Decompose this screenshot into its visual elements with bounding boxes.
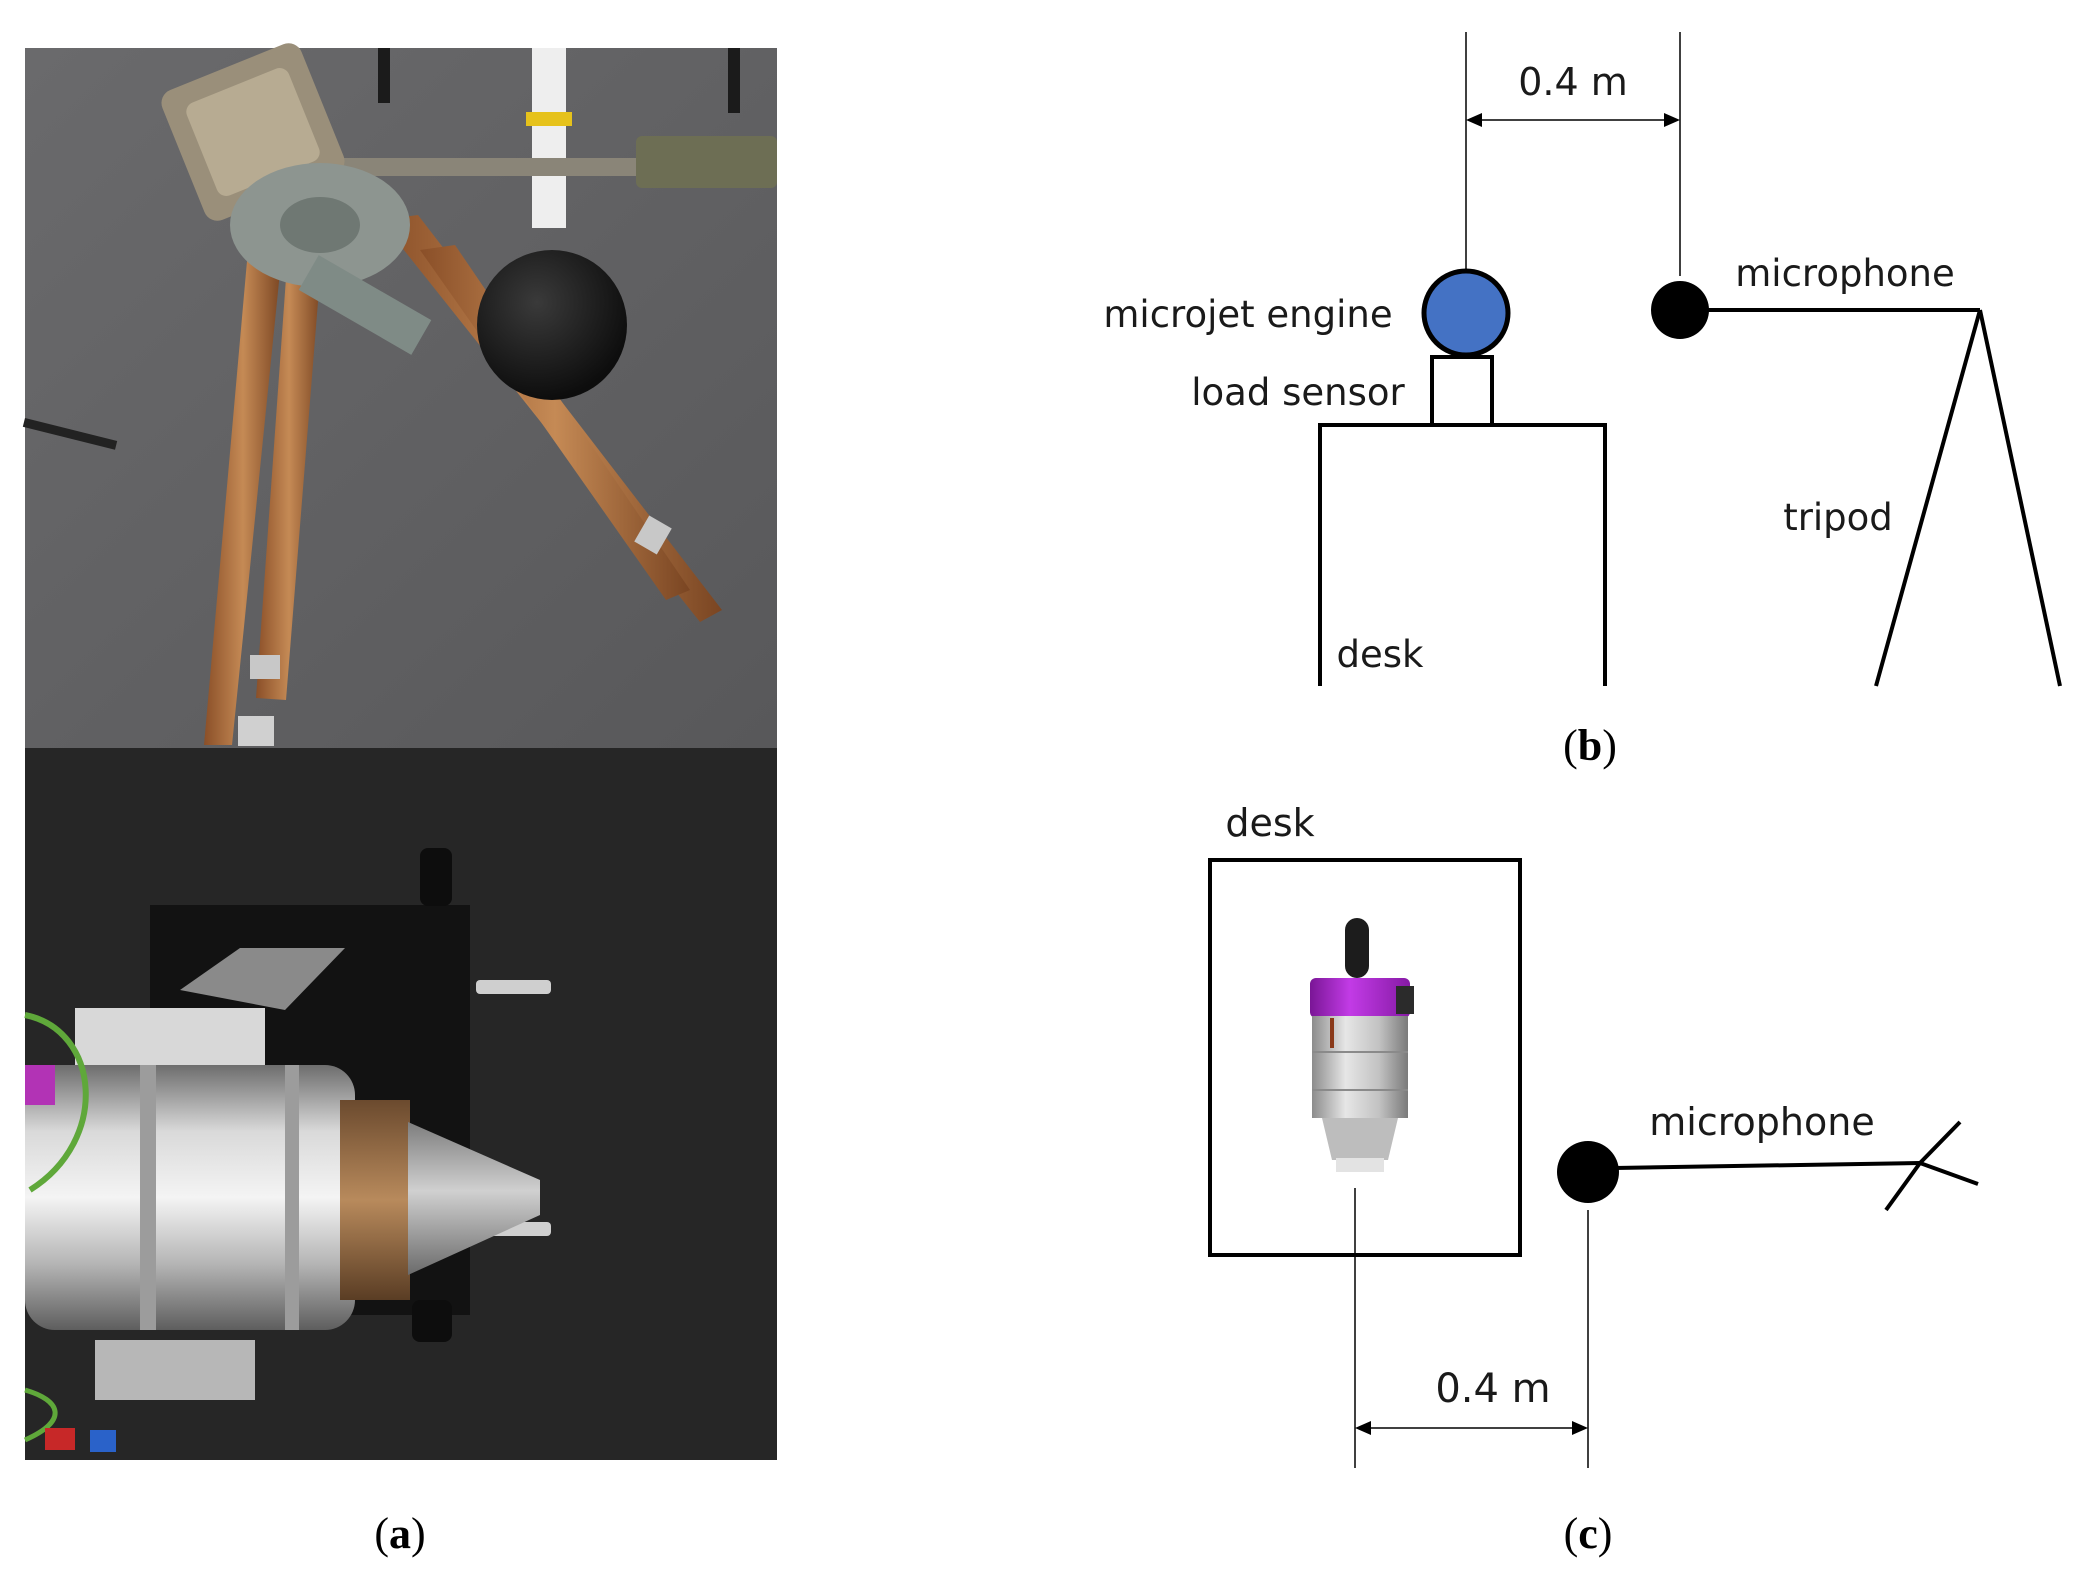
arrowhead-left [1466, 113, 1482, 127]
photo-tripod-head-plate-inner [186, 68, 320, 196]
photo-angle-bracket [180, 948, 345, 1010]
photo-knob [412, 1300, 452, 1342]
panel-a-photo [22, 43, 777, 1460]
photo-purple-tube [25, 1065, 55, 1105]
photo-tripod-ball-center [280, 197, 360, 253]
distance-label-b: 0.4 m [1518, 60, 1628, 104]
engine-render-nozzle [1322, 1118, 1398, 1160]
photo-clamp [250, 655, 280, 679]
photo-engine-cone [408, 1122, 540, 1275]
load-sensor-box [1430, 355, 1494, 427]
desk-label-c: desk [1225, 801, 1314, 845]
arrowhead-right [1664, 113, 1680, 127]
tripod-top-leg [1884, 1161, 1922, 1212]
photo-white-tube [532, 48, 566, 228]
tripod-leg-left [1874, 309, 1982, 687]
tripod-label: tripod [1783, 496, 1893, 539]
microphone-label-c: microphone [1649, 1100, 1874, 1144]
caption-b: (b) [1563, 721, 1617, 770]
photo-yellow-band [526, 112, 572, 126]
photo-connector [90, 1430, 116, 1452]
caption-c: (c) [1564, 1509, 1613, 1558]
photo-tripod-leg [204, 250, 282, 745]
arrowhead-left [1355, 1421, 1371, 1435]
microjet-engine-circle [1421, 268, 1511, 358]
distance-label-c: 0.4 m [1435, 1366, 1550, 1412]
photo-chair-leg [728, 48, 740, 113]
photo-tripod-leg [256, 250, 322, 700]
tripod-leg-right [1978, 309, 2062, 687]
panel-b-schematic: 0.4 m microjet engine load sensor desk m… [1103, 32, 2062, 687]
photo-cable [22, 418, 118, 450]
engine-render-side-box [1396, 986, 1414, 1014]
engine-label: microjet engine [1103, 293, 1392, 336]
desk-label-b: desk [1337, 633, 1425, 676]
photo-crossbar [320, 158, 650, 176]
photo-engine-body [25, 1065, 355, 1330]
caption-a: (a) [374, 1509, 425, 1558]
photo-clamp [634, 515, 672, 555]
microphone-label-b: microphone [1735, 252, 1955, 295]
photo-bolt [476, 980, 551, 994]
photo-chair-leg [378, 48, 390, 103]
microphone-dot-b [1651, 281, 1709, 339]
desk-outline-c [1208, 858, 1522, 1257]
microphone-dot-c [1557, 1141, 1619, 1203]
photo-engine-nozzle-ring [340, 1100, 410, 1300]
engine-render-purple-cap [1310, 978, 1410, 1018]
photo-microphone-foam [477, 250, 627, 400]
engine-render-nozzle-tip [1336, 1158, 1384, 1172]
tripod-top-leg [1918, 1120, 1962, 1165]
photo-engine-band [285, 1065, 299, 1330]
tripod-top-leg [1919, 1161, 1979, 1186]
photo-clamp [238, 716, 274, 746]
photo-connector [45, 1428, 75, 1450]
engine-render-c [1310, 918, 1414, 1172]
engine-render-handle [1345, 918, 1369, 978]
arrowhead-right [1572, 1421, 1588, 1435]
photo-tripod-bracket [298, 255, 432, 355]
photo-green-wire [23, 1387, 58, 1443]
photo-knob [420, 848, 452, 906]
panel-c-schematic: desk microphone 0.4 m [1208, 801, 1979, 1468]
photo-engine-band [140, 1065, 156, 1330]
engine-render-body [1312, 1016, 1408, 1118]
photo-green-wire [24, 1012, 89, 1193]
desk-outline-b [1318, 423, 1607, 686]
photo-olive-grip [636, 136, 777, 188]
photo-engine-mount [75, 1008, 265, 1068]
sensor-label: load sensor [1191, 371, 1405, 414]
engine-render-wire [1330, 1018, 1334, 1048]
microphone-arm-c [1614, 1161, 1921, 1170]
photo-engine-fitting [95, 1340, 255, 1400]
